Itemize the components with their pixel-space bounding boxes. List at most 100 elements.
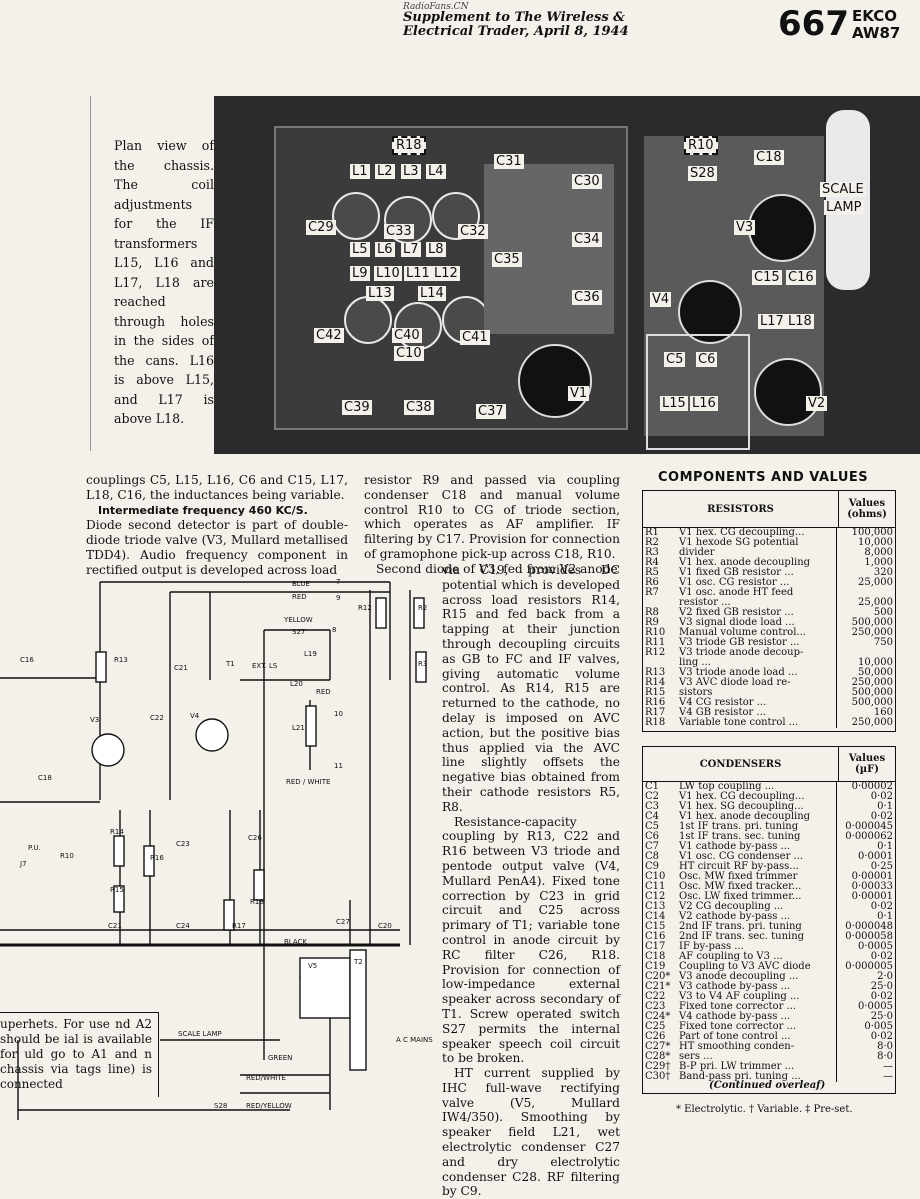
coil-can <box>332 192 380 240</box>
component-ref: C13 <box>645 901 666 912</box>
component-desc: Fixed tone corrector ... <box>679 1021 797 1032</box>
component-desc: V2 CG decoupling ... <box>679 901 784 912</box>
component-value: 0·25 <box>836 862 895 872</box>
component-desc: Fixed tone corrector ... <box>679 1001 797 1012</box>
component-desc: V3 triode anode load ... <box>679 667 798 678</box>
component-value: 0·00001 <box>836 872 895 882</box>
component-desc: V3 signal diode load ... <box>679 617 795 628</box>
component-value: 0·000058 <box>836 932 895 942</box>
label-v1: V1 <box>568 386 590 401</box>
component-ref: R10 <box>645 627 666 638</box>
if-frequency: Intermediate frequency 460 KC/S. <box>98 503 308 517</box>
component-ref: R16 <box>645 697 666 708</box>
component-desc: V1 hex. anode decoupling <box>679 811 811 822</box>
label-c30: C30 <box>572 174 602 189</box>
label-l12: L12 <box>432 266 460 281</box>
label-l14: L14 <box>418 286 446 301</box>
component-value: 0·02 <box>836 952 895 962</box>
s28-label: S28 <box>214 1102 227 1110</box>
component-desc: V3 anode decoupling ... <box>679 971 799 982</box>
component-value: 50,000 <box>836 668 895 678</box>
component-value: 0·02 <box>836 812 895 822</box>
component-value: 0·02 <box>836 902 895 912</box>
component-value: 250,000 <box>836 718 895 728</box>
component-ref: R15 <box>645 687 666 698</box>
component-desc: V1 hexode SG potential <box>679 537 799 548</box>
component-desc: V1 fixed GB resistor ... <box>679 567 794 578</box>
component-desc: V1 hex. CG decoupling... <box>679 527 805 538</box>
component-ref: C28* <box>645 1051 671 1062</box>
component-desc: ling ... <box>679 657 711 668</box>
make-label: EKCO <box>852 7 897 25</box>
component-ref: C21* <box>645 981 671 992</box>
label-l16: L16 <box>690 396 718 411</box>
component-desc: AF coupling to V3 ... <box>679 951 783 962</box>
component-row: C20*V3 anode decoupling ...2·0 <box>643 972 895 982</box>
wire-red-yellow: RED/YELLOW <box>246 1102 292 1110</box>
t1-label: T1 <box>225 660 235 668</box>
component-value: 0·1 <box>836 802 895 812</box>
component-desc: Part of tone control ... <box>679 1031 791 1042</box>
valve-v2 <box>754 358 822 426</box>
col1-diode-para: Diode second detector is part of double-… <box>86 518 348 577</box>
l21-label: L21 <box>292 724 305 732</box>
component-desc: 1st IF trans. sec. tuning <box>679 831 801 842</box>
component-desc: V1 osc. CG resistor ... <box>679 577 790 588</box>
label-c10: C10 <box>394 346 424 361</box>
component-ref: C3 <box>645 801 660 812</box>
component-desc: resistor ... <box>679 597 731 608</box>
component-row: R13 V3 triode anode load ... 50,000 <box>643 668 895 678</box>
valve-v1 <box>518 344 592 418</box>
component-ref: C2 <box>645 791 660 802</box>
label-s28: S28 <box>688 166 717 181</box>
wire-black: BLACK <box>284 938 307 946</box>
aerial-note-box: uperhets. For use nd A2 should be ial is… <box>0 1012 159 1097</box>
component-ref: R13 <box>645 667 666 678</box>
component-row: C27*HT smoothing conden-8·0 <box>643 1042 895 1052</box>
component-desc: V1 hex. CG decoupling... <box>679 791 805 802</box>
component-desc: V1 cathode by-pass ... <box>679 841 791 852</box>
pu-label: P.U. <box>28 844 41 852</box>
label-c33: C33 <box>384 224 414 239</box>
component-desc: Variable tone control ... <box>679 717 799 728</box>
component-desc: V4 CG resistor ... <box>679 697 767 708</box>
label-c15: C15 <box>752 270 782 285</box>
label-c32: C32 <box>458 224 488 239</box>
label-l5: L5 <box>350 242 370 257</box>
component-value: 0·0005 <box>836 942 895 952</box>
col2-top-text: resistor R9 and passed via coupling cond… <box>364 473 620 577</box>
label-c18: C18 <box>754 150 784 165</box>
component-ref: C20* <box>645 971 671 982</box>
component-desc: Osc. MW fixed trimmer <box>679 871 798 882</box>
component-desc: V3 cathode by-pass ... <box>679 981 791 992</box>
label-l15: L15 <box>660 396 688 411</box>
component-row: resistor ...25,000 <box>643 598 895 608</box>
condensers-header: CONDENSERS <box>699 758 782 770</box>
component-value: 160 <box>836 708 895 718</box>
component-value: 8·0 <box>836 1042 895 1052</box>
component-desc: V1 osc. anode HT feed <box>679 587 794 598</box>
component-ref: C7 <box>645 841 660 852</box>
component-value: 320 <box>836 568 895 578</box>
component-value: 0·0001 <box>836 852 895 862</box>
coil-can <box>344 296 392 344</box>
component-value: 0·005 <box>836 1022 895 1032</box>
component-ref: C22 <box>645 991 666 1002</box>
label-c38: C38 <box>404 400 434 415</box>
label-c39: C39 <box>342 400 372 415</box>
c24-label: C24 <box>176 922 190 930</box>
